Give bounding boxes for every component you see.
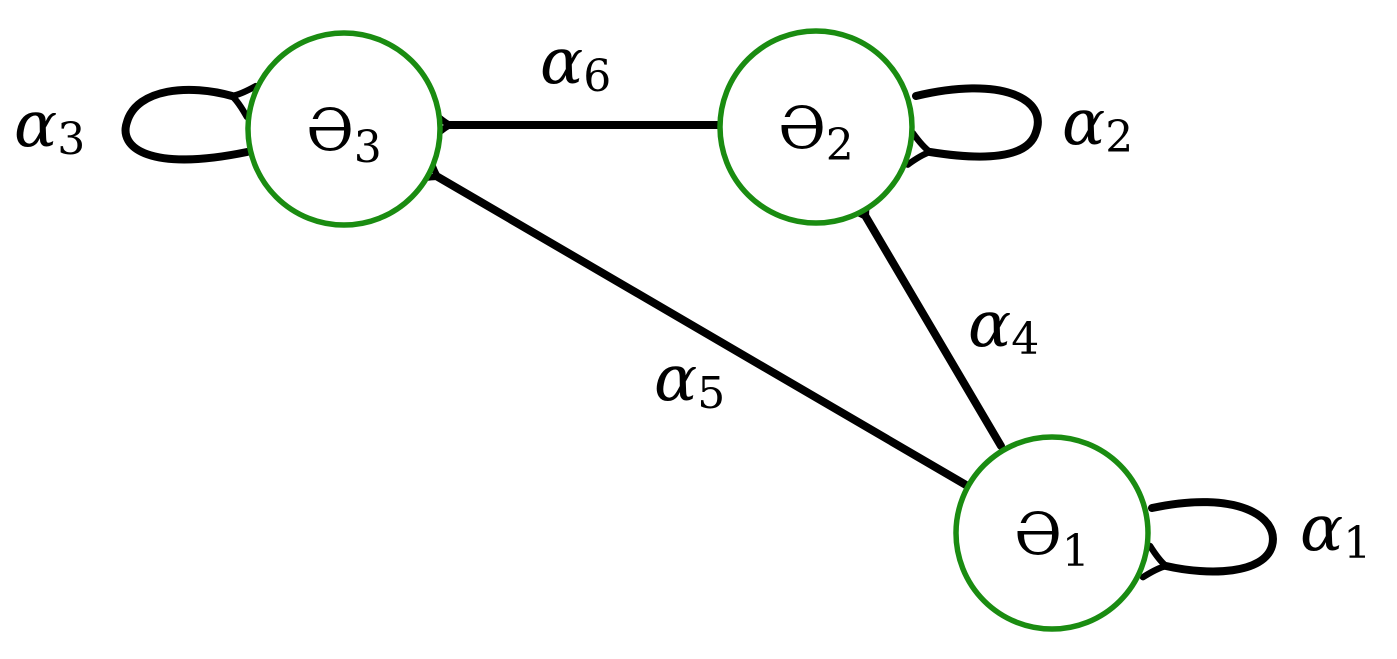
edge-label-alpha4: α4 — [968, 288, 1039, 365]
edge-label-alpha2-symbol: α — [1062, 86, 1105, 160]
edge-label-alpha1: α1 — [1300, 492, 1371, 569]
edge-label-alpha5-symbol: α — [654, 342, 697, 416]
node-theta1-subscript: 1 — [1062, 526, 1090, 577]
edge-label-alpha3-subscript: 3 — [57, 114, 85, 165]
node-theta1-label: Ə1 — [1014, 500, 1090, 577]
edge-alpha4 — [838, 188, 1005, 450]
edge-alpha1-loop — [1139, 498, 1277, 581]
node-theta1: Ə1 — [953, 434, 1151, 632]
node-theta2-subscript: 2 — [826, 120, 854, 171]
edge-label-alpha6: α6 — [540, 25, 611, 102]
node-theta3-label: Ə3 — [306, 96, 382, 173]
node-theta2-symbol: Ə — [778, 94, 826, 162]
edge-label-alpha5: α5 — [654, 342, 725, 419]
edge-label-alpha2: α2 — [1062, 86, 1133, 163]
node-theta3-subscript: 3 — [354, 122, 382, 173]
edge-label-alpha4-subscript: 4 — [1011, 314, 1039, 365]
edge-label-alpha1-symbol: α — [1300, 492, 1343, 566]
node-theta3-circle — [245, 30, 443, 228]
node-theta1-circle — [953, 434, 1151, 632]
edge-label-alpha3: α3 — [14, 88, 85, 165]
edge-alpha5 — [409, 149, 970, 489]
edge-label-alpha4-symbol: α — [968, 288, 1011, 362]
edge-label-alpha3-symbol: α — [14, 88, 57, 162]
node-theta2: Ə2 — [717, 28, 915, 226]
edge-alpha2-loop — [904, 84, 1042, 168]
node-theta2-label: Ə2 — [778, 94, 854, 171]
edge-label-alpha6-subscript: 6 — [583, 51, 611, 102]
edge-alpha3-loop — [121, 82, 259, 164]
edge-label-alpha5-subscript: 5 — [697, 368, 725, 419]
edge-label-alpha2-subscript: 2 — [1105, 112, 1133, 163]
node-theta3: Ə3 — [245, 30, 443, 228]
node-theta1-symbol: Ə — [1014, 500, 1062, 568]
nodes: Ə3 Ə2 Ə1 — [245, 28, 1151, 632]
edges — [121, 82, 1277, 581]
edge-labels: α3 α6 α2 α4 α5 α1 — [14, 25, 1371, 569]
node-theta3-symbol: Ə — [306, 96, 354, 164]
edge-label-alpha1-subscript: 1 — [1343, 518, 1371, 569]
node-theta2-circle — [717, 28, 915, 226]
edge-label-alpha6-symbol: α — [540, 25, 583, 99]
